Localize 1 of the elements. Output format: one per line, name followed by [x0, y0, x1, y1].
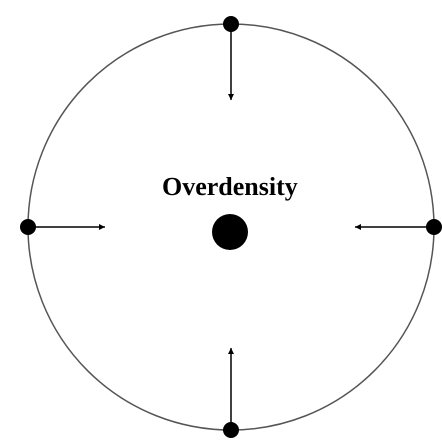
- overdensity-label: Overdensity: [162, 172, 298, 202]
